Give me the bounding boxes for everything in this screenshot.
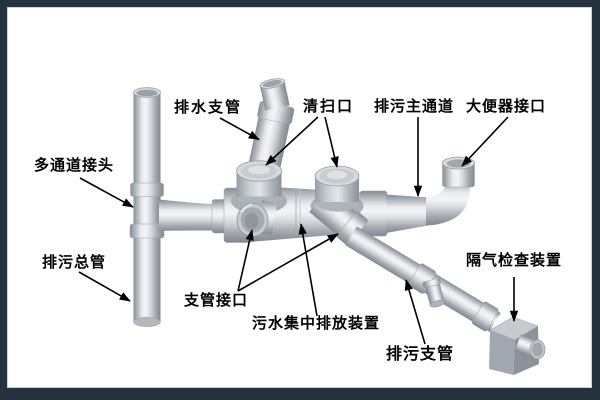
main-sewage-stack-3d (129, 87, 165, 327)
label-sewage-branch-pipe: 排污支管 (386, 344, 455, 363)
label-branch-pipe-connector: 支管接口 (184, 291, 249, 309)
drain-stub-port (422, 277, 445, 308)
branch-pipe-connector-3d (236, 200, 277, 237)
toilet-connector-3d (426, 156, 475, 226)
label-central-discharge-device: 污水集中排放装置 (252, 314, 381, 332)
arrow-branch-connector-right (237, 233, 339, 292)
leader-arrows (78, 116, 519, 345)
arrow-cleanout-left (265, 116, 319, 166)
arrow-cleanout-right (324, 116, 339, 168)
label-air-trap-inspection-device: 隔气检查装置 (466, 251, 563, 269)
label-main-sewage-stack: 排污总管 (42, 253, 107, 271)
cleanout-cap-left (236, 160, 282, 207)
label-drain-branch-pipe: 排水支管 (174, 98, 243, 116)
multi-channel-joint-3d (159, 199, 228, 234)
air-trap-inspection-device-3d (489, 316, 546, 375)
arrow-main-sewage-stack (78, 271, 131, 302)
label-multi-channel-joint: 多通道接头 (34, 156, 115, 174)
arrow-drain-branch-pipe (219, 117, 260, 141)
arrow-central-discharge-device (298, 223, 318, 317)
arrow-multi-channel-joint (79, 177, 134, 208)
label-cleanout: 清扫口 (303, 97, 355, 115)
arrow-branch-connector-left (237, 229, 254, 292)
arrow-toilet-connector (461, 116, 509, 167)
cleanout-cap-right (314, 165, 360, 212)
label-main-sewage-channel: 排污主通道 (374, 97, 455, 115)
label-toilet-connector: 大便器接口 (466, 97, 547, 115)
arrow-sewage-branch-pipe (404, 279, 426, 345)
